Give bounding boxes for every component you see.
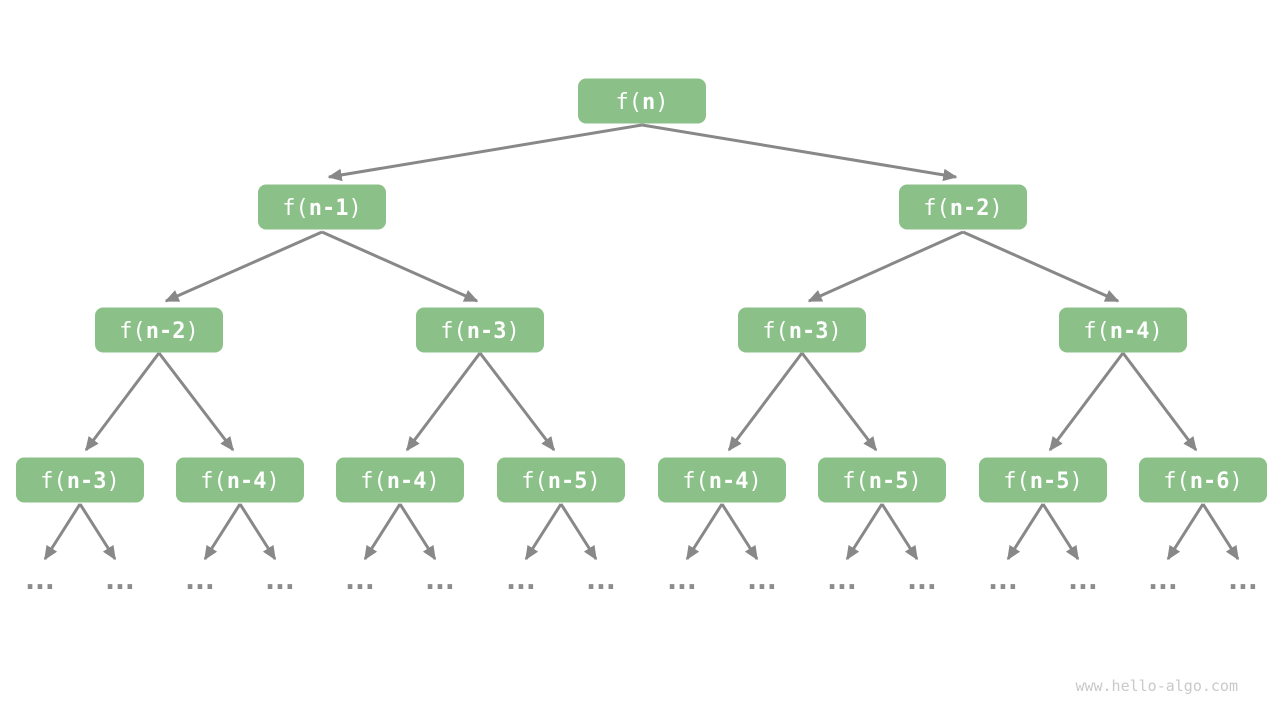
tree-node-1: f(n-1) xyxy=(258,184,386,230)
node-label: f(n-4) xyxy=(360,469,440,494)
tree-node-12: f(n-5) xyxy=(818,457,946,503)
edge-7-ellipsis-0 xyxy=(43,503,82,561)
node-box xyxy=(95,307,223,353)
edge-0-1 xyxy=(327,123,643,182)
tree-node-8: f(n-4) xyxy=(176,457,304,503)
edge-3-7 xyxy=(84,352,161,452)
ellipsis-6: ... xyxy=(506,566,536,596)
node-box xyxy=(16,457,144,503)
node-label: f(n-5) xyxy=(521,469,601,494)
node-label: f(n-5) xyxy=(1003,469,1083,494)
tree-node-2: f(n-2) xyxy=(899,184,1027,230)
edge-13-ellipsis-13 xyxy=(1041,503,1080,561)
edge-14-ellipsis-15 xyxy=(1201,503,1240,561)
node-box xyxy=(658,457,786,503)
edge-11-ellipsis-8 xyxy=(685,503,724,561)
ellipsis-3: ... xyxy=(265,566,295,596)
edge-14-ellipsis-14 xyxy=(1166,503,1205,561)
edge-9-ellipsis-5 xyxy=(398,503,437,561)
node-label: f(n-2) xyxy=(923,196,1003,221)
ellipsis-row: ... ... ... ... ... ... ... ... ... ... … xyxy=(25,566,1258,596)
node-box xyxy=(416,307,544,353)
node-label: f(n-2) xyxy=(119,319,199,344)
edge-4-10 xyxy=(478,352,556,452)
edge-6-14 xyxy=(1121,352,1198,452)
ellipsis-1: ... xyxy=(105,566,135,596)
node-box xyxy=(176,457,304,503)
edge-0-2 xyxy=(641,123,958,182)
node-box xyxy=(1059,307,1187,353)
edge-11-ellipsis-9 xyxy=(720,503,759,561)
tree-nodes: f(n) f(n-1) f(n-2) f(n-2) f(n-3) f(n-3) … xyxy=(16,78,1267,503)
ellipsis-14: ... xyxy=(1148,566,1178,596)
node-box xyxy=(336,457,464,503)
edge-2-6 xyxy=(962,230,1120,303)
ellipsis-5: ... xyxy=(425,566,455,596)
ellipsis-12: ... xyxy=(988,566,1018,596)
edge-8-ellipsis-2 xyxy=(203,503,242,561)
node-label: f(n-3) xyxy=(440,319,520,344)
node-box xyxy=(497,457,625,503)
ellipsis-4: ... xyxy=(345,566,375,596)
edge-13-ellipsis-12 xyxy=(1006,503,1045,561)
node-label: f(n-4) xyxy=(1083,319,1163,344)
edge-3-8 xyxy=(157,352,235,452)
ellipsis-9: ... xyxy=(747,566,777,596)
ellipsis-13: ... xyxy=(1068,566,1098,596)
edge-6-13 xyxy=(1048,352,1125,452)
tree-node-14: f(n-6) xyxy=(1139,457,1267,503)
node-box xyxy=(1139,457,1267,503)
node-label: f(n-6) xyxy=(1163,469,1243,494)
tree-node-3: f(n-2) xyxy=(95,307,223,353)
node-box xyxy=(818,457,946,503)
ellipsis-7: ... xyxy=(586,566,616,596)
ellipsis-2: ... xyxy=(185,566,215,596)
tree-node-13: f(n-5) xyxy=(979,457,1107,503)
edge-1-4 xyxy=(321,230,479,303)
edge-9-ellipsis-4 xyxy=(363,503,402,561)
node-label: f(n-4) xyxy=(682,469,762,494)
watermark: www.hello-algo.com xyxy=(1075,677,1238,695)
edge-7-ellipsis-1 xyxy=(78,503,117,561)
edge-5-12 xyxy=(800,352,878,452)
edge-12-ellipsis-10 xyxy=(845,503,884,561)
ellipsis-8: ... xyxy=(667,566,697,596)
edge-2-5 xyxy=(807,230,964,303)
node-box xyxy=(578,78,706,124)
ellipsis-15: ... xyxy=(1228,566,1258,596)
edge-1-3 xyxy=(164,230,323,303)
node-box xyxy=(738,307,866,353)
ellipsis-10: ... xyxy=(827,566,857,596)
node-box xyxy=(899,184,1027,230)
edge-8-ellipsis-3 xyxy=(238,503,277,561)
ellipsis-0: ... xyxy=(25,566,55,596)
ellipsis-11: ... xyxy=(907,566,937,596)
tree-node-4: f(n-3) xyxy=(416,307,544,353)
edge-5-11 xyxy=(727,352,804,452)
edge-10-ellipsis-7 xyxy=(559,503,598,561)
tree-node-0: f(n) xyxy=(578,78,706,124)
node-label: f(n) xyxy=(616,90,669,115)
tree-node-10: f(n-5) xyxy=(497,457,625,503)
node-label: f(n-4) xyxy=(200,469,280,494)
node-label: f(n-1) xyxy=(282,196,362,221)
node-label: f(n-5) xyxy=(842,469,922,494)
tree-node-9: f(n-4) xyxy=(336,457,464,503)
node-label: f(n-3) xyxy=(40,469,120,494)
tree-node-11: f(n-4) xyxy=(658,457,786,503)
tree-node-6: f(n-4) xyxy=(1059,307,1187,353)
tree-node-5: f(n-3) xyxy=(738,307,866,353)
edge-10-ellipsis-6 xyxy=(524,503,563,561)
node-box xyxy=(258,184,386,230)
node-box xyxy=(979,457,1107,503)
edge-12-ellipsis-11 xyxy=(880,503,919,561)
tree-edges xyxy=(43,123,1240,561)
edge-4-9 xyxy=(405,352,482,452)
node-label: f(n-3) xyxy=(762,319,842,344)
tree-node-7: f(n-3) xyxy=(16,457,144,503)
